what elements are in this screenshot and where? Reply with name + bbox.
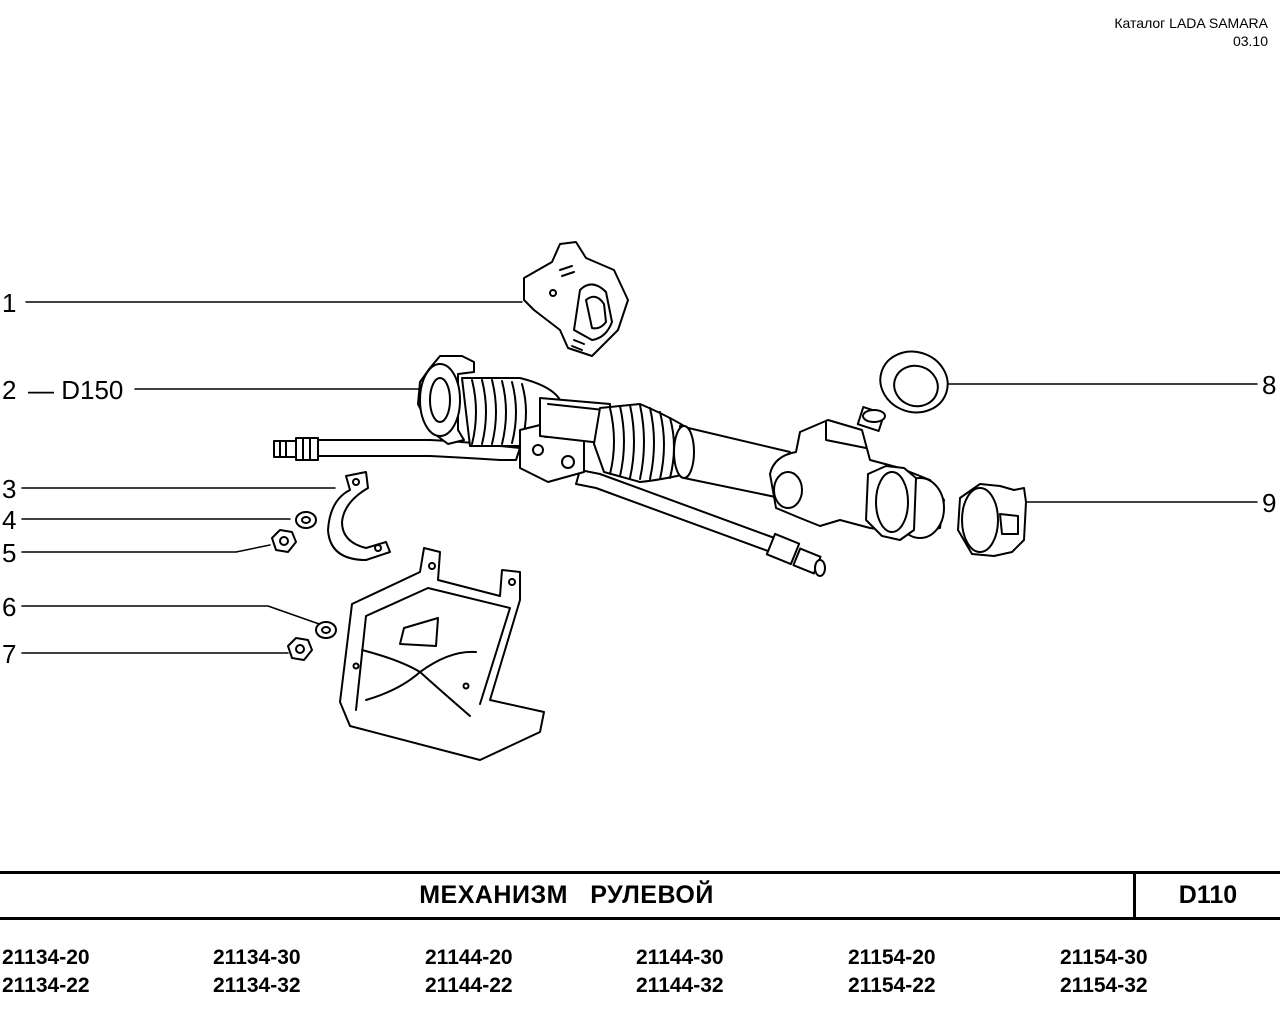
steering-mechanism-drawing <box>21 241 1258 761</box>
model-code: 21134-20 <box>2 946 90 969</box>
model-code: 21154-20 <box>848 946 936 969</box>
part-3-bracket <box>327 471 391 561</box>
callout-5: 5 <box>2 538 17 568</box>
page-title: МЕХАНИЗМ РУЛЕВОЙ <box>419 881 714 909</box>
model-code: 21134-32 <box>213 974 301 997</box>
rack-housing <box>673 425 791 501</box>
model-code: 21144-30 <box>636 946 724 969</box>
catalog-label: Каталог LADA SAMARA <box>1114 15 1268 31</box>
callout-8: 8 <box>1262 370 1277 400</box>
callout-9: 9 <box>1262 488 1277 518</box>
part-9-bushing <box>957 483 1027 557</box>
pinion-housing <box>769 406 945 539</box>
callout-1: 1 <box>2 288 17 318</box>
leader-lines <box>21 301 1258 654</box>
part-6-washer <box>315 621 337 639</box>
callout-4: 4 <box>2 505 17 535</box>
model-code: 21154-22 <box>848 974 936 997</box>
catalog-date: 03.10 <box>1232 33 1268 49</box>
model-code: 21134-30 <box>213 946 301 969</box>
model-code: 21154-32 <box>1060 974 1148 997</box>
part-8-seal-ring <box>879 350 949 414</box>
section-code: D110 <box>1178 881 1238 909</box>
tie-rod-left <box>273 437 521 461</box>
part-7-nut <box>287 637 313 661</box>
part-4-washer <box>295 511 317 529</box>
callout-7: 7 <box>2 639 17 669</box>
model-code: 21144-22 <box>425 974 513 997</box>
footer-top-rule <box>0 871 1280 874</box>
model-code: 21144-20 <box>425 946 513 969</box>
model-code: 21154-30 <box>1060 946 1148 969</box>
part-5-nut <box>271 529 297 553</box>
part-1-cover-plate <box>523 241 629 357</box>
callout-2: 2 <box>2 375 17 405</box>
callout-2-reference: — D150 <box>28 375 124 405</box>
catalog-header: Каталог LADA SAMARA 03.10 <box>1114 14 1268 50</box>
support-plate <box>339 547 545 761</box>
tie-rod-right <box>575 469 826 577</box>
model-code: 21144-32 <box>636 974 724 997</box>
footer-bottom-rule <box>0 917 1280 920</box>
model-code: 21134-22 <box>2 974 90 997</box>
left-bushing <box>417 355 475 445</box>
callout-3: 3 <box>2 474 17 504</box>
footer-divider <box>1133 873 1136 920</box>
right-boot <box>593 403 687 483</box>
right-bushing-installed <box>865 465 917 541</box>
callout-6: 6 <box>2 592 17 622</box>
